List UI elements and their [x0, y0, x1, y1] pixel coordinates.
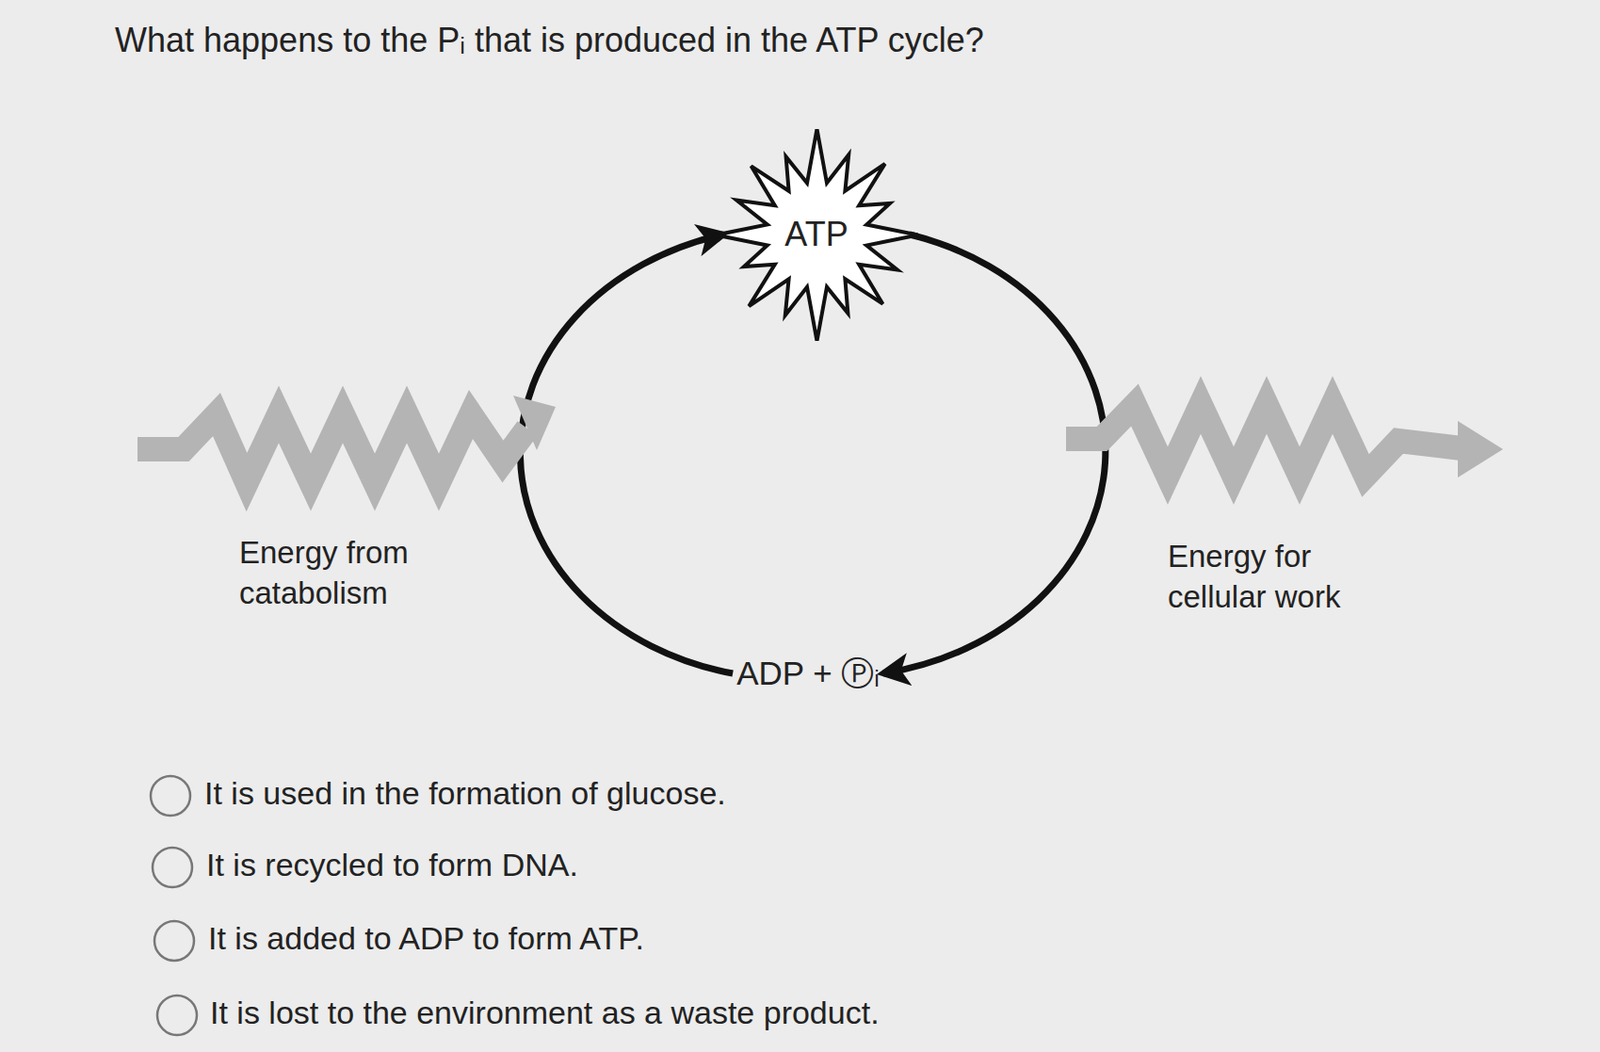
answer-option: It is added to ADP to form ATP.: [208, 920, 645, 957]
cycle-arrow: [883, 234, 1106, 674]
atp-starburst: ATP: [715, 129, 919, 341]
cycle-arrow: [519, 234, 733, 674]
radio-button: [150, 775, 197, 1035]
energy-arrowhead: [1457, 420, 1504, 478]
energy-label: Energy from catabolism: [239, 533, 456, 615]
node-text: ATP: [784, 214, 848, 255]
energy-arrowhead: [513, 395, 556, 451]
answer-option: It is used in the formation of glucose.: [204, 775, 727, 812]
question-title: What happens to the Pᵢ that is produced …: [114, 20, 985, 61]
energy-label: Energy for cellular work: [1167, 536, 1404, 618]
energy-arrow: [137, 404, 1470, 483]
node-text: ADP + Ⓟᵢ: [736, 651, 880, 696]
molecule-node: ADP + Ⓟᵢ: [728, 646, 888, 701]
answer-option: It is lost to the environment as a waste…: [210, 994, 880, 1032]
answer-option: It is recycled to form DNA.: [206, 846, 579, 884]
